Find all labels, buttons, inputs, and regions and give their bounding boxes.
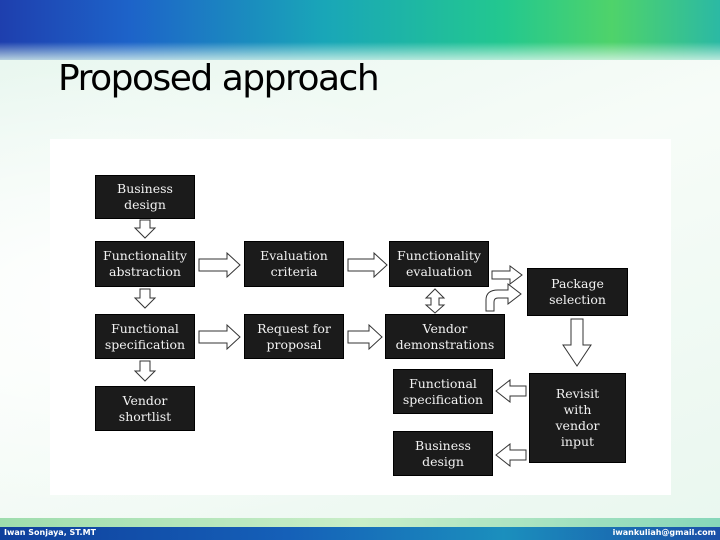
header-band [0,0,720,60]
arrow-down-2 [133,288,157,309]
arrow-right-criteria-evaluation [347,251,388,279]
slide-title: Proposed approach [58,58,380,99]
arrow-down-1 [133,219,157,239]
footer-bar: Iwan Sonjaya, ST.MT iwankuliah@gmail.com [0,527,720,540]
arrow-down-3 [133,360,157,382]
arrow-right-rfp-demos [347,323,383,351]
footer-accent-stripe [0,518,720,527]
arrow-right-spec-rfp [198,323,241,351]
arrow-left-revisit-spec [495,378,527,404]
arrow-curve-demos-package [485,282,522,312]
footer-author: Iwan Sonjaya, ST.MT [4,528,96,537]
arrow-double-evaluation-demos [424,288,446,314]
arrow-right-evaluation-package [491,265,523,285]
arrow-down-package-revisit [562,318,592,367]
footer-email: iwankuliah@gmail.com [612,528,716,537]
arrow-left-revisit-design [495,442,527,468]
arrow-right-abstraction-criteria [198,251,241,279]
